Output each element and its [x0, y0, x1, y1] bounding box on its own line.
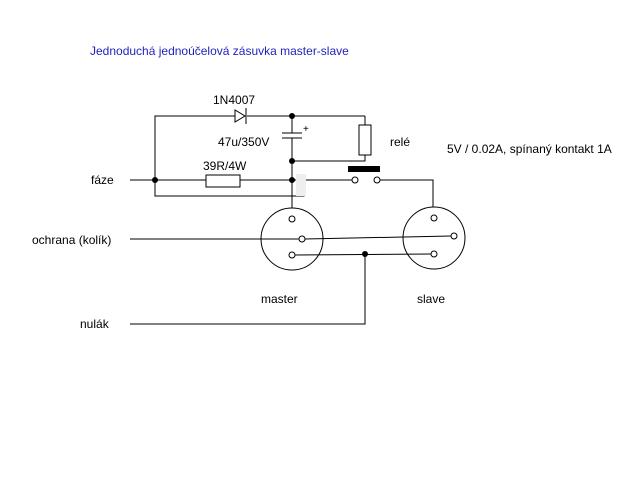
junction-dot [289, 158, 295, 164]
phase-label: fáze [91, 173, 114, 187]
junction-dot [289, 177, 295, 183]
master-label: master [261, 292, 298, 306]
protective-earth-label: ochrana (kolík) [32, 233, 111, 247]
diode-label: 1N4007 [213, 93, 255, 107]
relay-coil-symbol [292, 124, 372, 162]
phase-wire [130, 174, 434, 215]
diode-symbol [234, 108, 247, 124]
relay-label: relé [390, 135, 410, 149]
junction-dot [362, 251, 368, 257]
junction-dot [289, 113, 295, 119]
junction-highlight [296, 174, 306, 196]
slave-socket [402, 206, 466, 270]
resistor-label: 39R/4W [203, 159, 247, 173]
diagram-title: Jednoduchá jednoúčelová zásuvka master-s… [90, 44, 349, 58]
top-rail [154, 115, 366, 180]
slave-label: slave [417, 292, 445, 306]
capacitor-label: 47u/350V [218, 135, 269, 149]
capacitor-symbol [282, 116, 302, 180]
relay-spec-label: 5V / 0.02A, spínaný kontakt 1A [447, 142, 612, 156]
earth-wire [130, 235, 452, 240]
capacitor-polarity-label: + [303, 124, 309, 135]
neutral-label: nulák [80, 317, 110, 331]
relay-contact-symbol [348, 166, 381, 184]
junction-dot [152, 177, 158, 183]
